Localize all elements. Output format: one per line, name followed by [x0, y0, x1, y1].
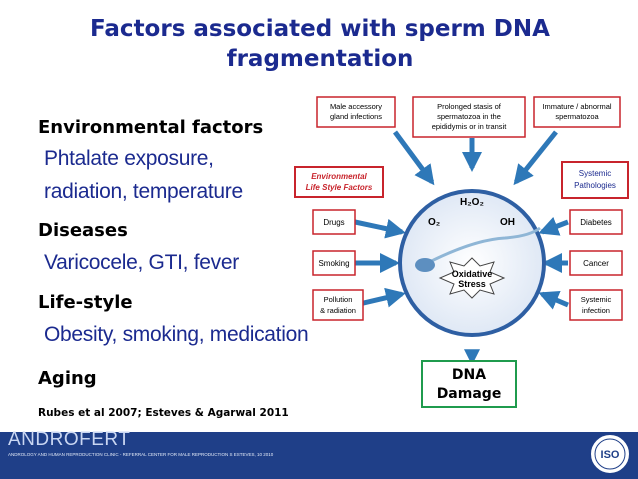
box-immature-line1: Immature / abnormal — [542, 102, 612, 111]
box-pollution-radiation: Pollution & radiation — [312, 289, 364, 321]
slide-title: Factors associated with sperm DNA fragme… — [40, 14, 600, 74]
arrow-diabetes — [538, 216, 569, 236]
dna-damage-box: DNA Damage — [421, 360, 517, 408]
box-pollution-line1: Pollution — [324, 295, 353, 304]
box-cancer-label: Cancer — [583, 259, 609, 268]
stress-label-2: Stress — [458, 279, 486, 289]
title-line-1: Factors associated with sperm DNA — [90, 16, 550, 42]
env-group-line2: Life Style Factors — [306, 183, 373, 192]
reference-citation: Rubes et al 2007; Esteves & Agarwal 2011 — [38, 407, 289, 419]
box-diabetes-label: Diabetes — [580, 218, 612, 227]
stress-label-1: Oxidative — [452, 269, 493, 279]
lifestyle-detail: Obesity, smoking, medication — [44, 323, 309, 346]
iso-logo-label: ISO — [601, 449, 620, 461]
box-immature-line2: spermatozoa — [555, 112, 599, 121]
iso-logo: ISO — [589, 433, 631, 475]
arrow-immature — [513, 130, 558, 186]
footer-bar: ANDROFERT ANDROLOGY AND HUMAN REPRODUCTI… — [0, 429, 638, 479]
spermatozoon-image — [415, 226, 541, 272]
box-prolonged-stasis-line2: spermatozoa in the — [437, 112, 501, 121]
environmental-heading: Environmental factors — [38, 117, 264, 138]
lifestyle-heading: Life-style — [38, 292, 133, 313]
footer-small-text: ANDROLOGY AND HUMAN REPRODUCTION CLINIC … — [8, 452, 274, 457]
sys-group-line1: Systemic — [579, 169, 611, 178]
dna-damage-line1: DNA — [451, 367, 487, 383]
box-systemic-pathologies: Systemic Pathologies — [561, 161, 629, 199]
dna-damage-line2: Damage — [436, 386, 502, 402]
h2o2-label: H₂O₂ — [460, 197, 484, 208]
box-diabetes: Diabetes — [569, 209, 623, 235]
environmental-detail-2: radiation, temperature — [44, 180, 243, 203]
o2-label: O₂ — [428, 217, 440, 228]
env-group-line1: Environmental — [311, 172, 367, 181]
environmental-detail-1: Phtalate exposure, — [44, 147, 214, 170]
box-prolonged-stasis-line3: epididymis or in transit — [432, 122, 508, 131]
box-prolonged-stasis-line1: Prolonged stasis of — [437, 102, 502, 111]
arrow-drugs — [354, 218, 406, 239]
box-systemic-infection: Systemic infection — [569, 289, 623, 321]
box-prolonged-stasis: Prolonged stasis of spermatozoa in the e… — [412, 96, 526, 138]
box-environmental-lifestyle: Environmental Life Style Factors — [294, 166, 384, 198]
title-line-2: fragmentation — [226, 46, 414, 72]
brand-name: ANDROFERT — [8, 429, 131, 450]
box-drugs-label: Drugs — [323, 218, 344, 227]
oxidative-stress-starburst: Oxidative Stress — [438, 257, 506, 299]
arrow-systemic-infection — [538, 291, 569, 310]
box-systemic-infection-line1: Systemic — [581, 295, 612, 304]
box-male-accessory-line1: Male accessory — [330, 102, 382, 111]
box-systemic-infection-line2: infection — [582, 306, 610, 315]
box-cancer: Cancer — [569, 250, 623, 276]
sys-group-line2: Pathologies — [574, 181, 616, 190]
box-male-accessory-line2: gland infections — [330, 112, 382, 121]
diseases-detail: Varicocele, GTI, fever — [44, 251, 239, 274]
box-smoking: Smoking — [312, 250, 356, 276]
aging-heading: Aging — [38, 368, 97, 389]
box-immature-spermatozoa: Immature / abnormal spermatozoa — [533, 96, 621, 128]
diseases-heading: Diseases — [38, 220, 128, 241]
box-pollution-line2: & radiation — [320, 306, 356, 315]
oh-label: OH — [500, 217, 515, 228]
box-smoking-label: Smoking — [318, 259, 349, 268]
box-male-accessory: Male accessory gland infections — [316, 96, 396, 128]
arrow-male-accessory — [392, 130, 435, 186]
box-drugs: Drugs — [312, 209, 356, 235]
